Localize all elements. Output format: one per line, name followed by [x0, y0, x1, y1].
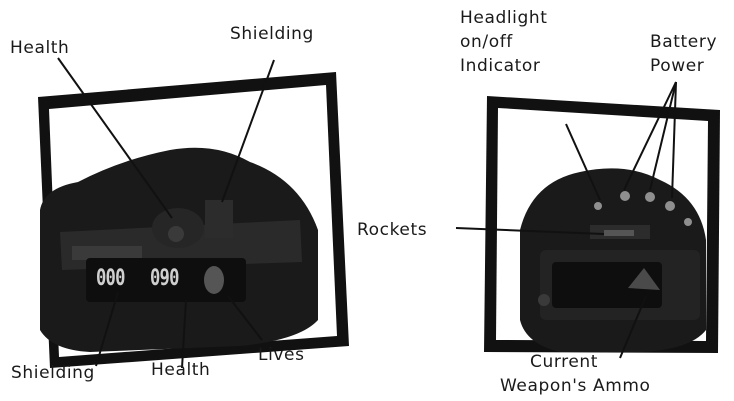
label-rockets: Rockets [357, 220, 427, 240]
label-ammo-line1: Current [530, 352, 598, 372]
label-shielding-bottom: Shielding [11, 363, 95, 383]
label-battery-line1: Battery [650, 32, 717, 52]
left-cockpit-panel [38, 58, 349, 368]
label-headlight-line1: Headlight [460, 8, 548, 28]
label-health-bottom: Health [151, 360, 210, 380]
label-headlight-line2: on/off [460, 32, 513, 52]
label-ammo-line2: Weapon's Ammo [500, 376, 651, 396]
label-headlight-line3: Indicator [460, 56, 541, 76]
shield-digits-readout: 000 [96, 266, 125, 291]
label-health-top: Health [10, 38, 69, 58]
label-shielding-top: Shielding [230, 24, 314, 44]
health-digits-readout: 090 [150, 266, 179, 291]
label-battery-line2: Power [650, 56, 704, 76]
right-cockpit-panel [456, 82, 720, 358]
label-lives: Lives [258, 345, 305, 365]
